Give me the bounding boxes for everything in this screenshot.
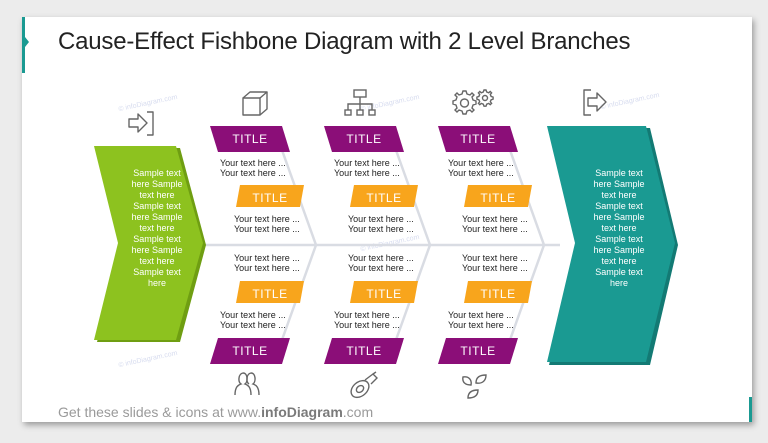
primary-title-tag[interactable]: TITLE [438,338,518,364]
arrow-into-bracket-icon [128,111,154,136]
left-accent-arrow [25,37,29,47]
secondary-title-tag[interactable]: TITLE [350,185,418,211]
tag-shape [438,338,518,364]
secondary-title-tag[interactable]: TITLE [350,281,418,307]
text-block: Your text here ... Your text here ... [220,158,286,178]
primary-title-tag[interactable]: TITLE [210,338,290,364]
primary-title-tag[interactable]: TITLE [210,126,290,152]
left-accent-bar [22,17,25,73]
text-block: Your text here ... Your text here ... [334,310,400,330]
secondary-title-tag[interactable]: TITLE [236,281,304,307]
arrow-out-of-bracket-icon [583,89,607,116]
primary-title-tag[interactable]: TITLE [324,126,404,152]
tag-shape [464,185,532,207]
tag-label: TITLE [252,191,288,205]
tag-shape [236,281,304,303]
text-line: Your text here ... [334,320,400,330]
box-cube-icon [242,91,268,116]
effect-text: Sample text here Sample text here Sample… [593,168,645,288]
cause-text: Sample text here Sample text here Sample… [131,168,183,288]
text-block: Your text here ... Your text here ... [462,214,528,234]
secondary-title-tag[interactable]: TITLE [464,281,532,307]
text-line: Your text here ... [220,158,286,168]
tag-label: TITLE [232,132,268,146]
tag-shape [324,338,404,364]
primary-title-tag[interactable]: TITLE [324,338,404,364]
gears-icon [452,89,494,115]
tag-label: TITLE [460,132,496,146]
text-block: Your text here ... Your text here ... [220,310,286,330]
text-line: Your text here ... [462,253,528,263]
tag-label: TITLE [252,287,288,301]
text-line: Your text here ... [334,158,400,168]
tag-shape [438,126,518,152]
text-block: Your text here ... Your text here ... [348,214,414,234]
text-line: Your text here ... [348,224,414,234]
footer-brand[interactable]: infoDiagram [261,404,343,420]
secondary-title-tag[interactable]: TITLE [236,185,304,211]
tag-shape [236,185,304,207]
tag-label: TITLE [346,344,382,358]
tag-label: TITLE [460,344,496,358]
text-line: Your text here ... [462,214,528,224]
text-line: Your text here ... [234,263,300,273]
text-line: Your text here ... [220,310,286,320]
right-accent-bar [749,397,752,422]
text-line: Your text here ... [334,168,400,178]
text-block: Your text here ... Your text here ... [234,214,300,234]
footer-suffix: .com [342,404,374,420]
text-block: Your text here ... Your text here ... [234,253,300,273]
text-block: Your text here ... Your text here ... [348,253,414,273]
text-line: Your text here ... [348,214,414,224]
footer-prefix: Get these slides & icons at www. [58,404,262,420]
text-line: Your text here ... [448,158,514,168]
org-chart-icon [344,89,376,116]
tag-shape [324,126,404,152]
footer-credit: Get these slides & icons at www.infoDiag… [58,404,373,420]
tag-label: TITLE [232,344,268,358]
measuring-tape-icon [350,371,378,399]
text-line: Your text here ... [462,263,528,273]
text-line: Your text here ... [348,263,414,273]
tag-shape [350,185,418,207]
primary-title-tag[interactable]: TITLE [438,126,518,152]
leaves-icon [462,374,487,399]
text-block: Your text here ... Your text here ... [334,158,400,178]
people-icon [234,372,260,396]
tag-label: TITLE [346,132,382,146]
text-line: Your text here ... [234,214,300,224]
text-line: Your text here ... [234,253,300,263]
tag-label: TITLE [480,287,516,301]
tag-shape [210,338,290,364]
tag-label: TITLE [480,191,516,205]
text-line: Your text here ... [220,320,286,330]
tag-label: TITLE [366,287,402,301]
tag-label: TITLE [366,191,402,205]
text-block: Your text here ... Your text here ... [448,310,514,330]
text-line: Your text here ... [448,320,514,330]
page-title: Cause-Effect Fishbone Diagram with 2 Lev… [58,28,631,55]
text-line: Your text here ... [220,168,286,178]
text-block: Your text here ... Your text here ... [448,158,514,178]
text-line: Your text here ... [462,224,528,234]
tag-shape [210,126,290,152]
text-block: Your text here ... Your text here ... [462,253,528,273]
secondary-title-tag[interactable]: TITLE [464,185,532,211]
text-line: Your text here ... [448,310,514,320]
tag-shape [464,281,532,303]
text-line: Your text here ... [348,253,414,263]
text-line: Your text here ... [334,310,400,320]
text-line: Your text here ... [448,168,514,178]
text-line: Your text here ... [234,224,300,234]
tag-shape [350,281,418,303]
